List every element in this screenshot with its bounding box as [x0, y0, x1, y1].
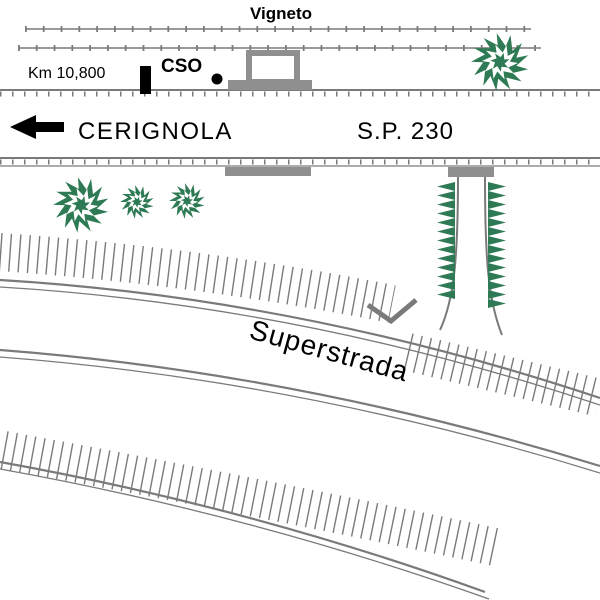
superstrada-zone: Superstrada — [0, 233, 600, 600]
superstrada-edge-a-outer — [0, 278, 600, 400]
destination-label: CERIGNOLA — [78, 118, 233, 145]
embankment-hatch-upper-left — [0, 233, 396, 323]
landmarks-zone: Km 10,800 CSO — [28, 50, 312, 176]
superstrada-edge-a-inner — [0, 286, 600, 406]
tree-foliage — [71, 196, 91, 215]
station-point — [211, 73, 223, 85]
tree-foliage — [180, 195, 193, 208]
ramp-zone — [366, 167, 506, 336]
tree-icon — [53, 177, 109, 233]
station-label: CSO — [161, 56, 202, 77]
superstrada-edge-b-inner — [0, 356, 600, 474]
superstrada-edge-c-inner — [0, 468, 490, 600]
km-post-marker — [140, 66, 151, 94]
trees-zone — [53, 33, 529, 233]
km-label: Km 10,800 — [28, 65, 105, 82]
road-sp230-zone: CERIGNOLA S.P. 230 — [0, 89, 600, 167]
ramp-cap-structure — [448, 167, 494, 177]
building-outline — [246, 50, 300, 85]
road-number-label: S.P. 230 — [357, 118, 454, 145]
vineyard-zone: Vigneto — [18, 4, 541, 51]
embankment-hatch-lower — [0, 431, 504, 567]
ramp-edge-left — [439, 176, 459, 331]
roadside-structure — [225, 167, 311, 176]
superstrada-edge-b-outer — [0, 348, 600, 468]
direction-arrow-icon — [10, 115, 64, 139]
tree-foliage — [131, 196, 143, 208]
hedge-row-left — [437, 182, 455, 299]
vineyard-label: Vigneto — [250, 4, 312, 23]
tree-icon — [120, 185, 154, 219]
hedge-row-right — [488, 182, 506, 308]
tree-icon — [169, 183, 205, 219]
tree-icon — [471, 33, 529, 91]
superstrada-edge-c-outer — [0, 460, 486, 594]
tree-foliage — [490, 52, 510, 72]
connector-elbow — [366, 298, 418, 325]
